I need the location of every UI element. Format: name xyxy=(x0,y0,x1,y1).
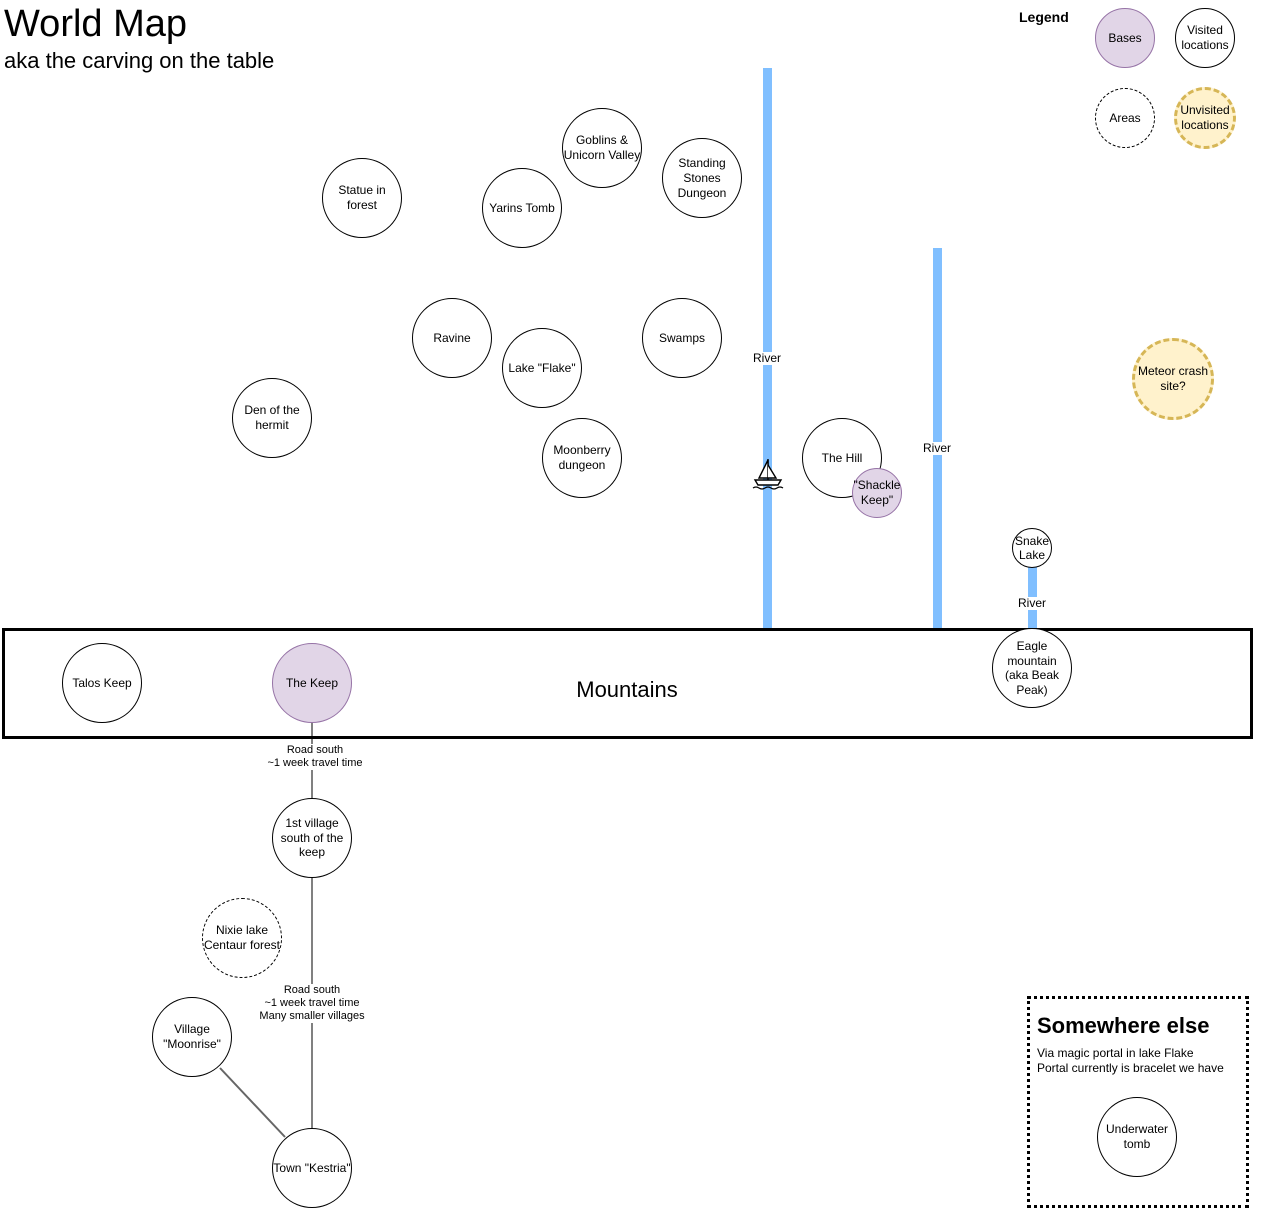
base-shackle-keep: "Shackle Keep" xyxy=(852,468,902,518)
location-ravine: Ravine xyxy=(412,298,492,378)
location-moonberry-dungeon: Moonberry dungeon xyxy=(542,418,622,498)
location-snake-lake: Snake Lake xyxy=(1012,528,1052,568)
somewhere-else-description: Via magic portal in lake Flake Portal cu… xyxy=(1037,1046,1224,1075)
location-swamps: Swamps xyxy=(642,298,722,378)
road-label-2: Road south ~1 week travel time Many smal… xyxy=(259,984,365,1023)
location-village-moonrise: Village "Moonrise" xyxy=(152,997,232,1077)
location-statue-in-forest: Statue in forest xyxy=(322,158,402,238)
location-talos-keep: Talos Keep xyxy=(62,643,142,723)
location-goblins-unicorn-valley: Goblins & Unicorn Valley xyxy=(562,108,642,188)
legend-areas: Areas xyxy=(1095,88,1155,148)
location-first-village: 1st village south of the keep xyxy=(272,798,352,878)
river-west xyxy=(763,68,772,629)
river-east xyxy=(933,248,942,629)
base-the-keep: The Keep xyxy=(272,643,352,723)
road-moonrise-to-kestria xyxy=(219,1067,286,1138)
river-label-west: River xyxy=(752,351,782,365)
legend-bases: Bases xyxy=(1095,8,1155,68)
map-title: World Map xyxy=(4,3,188,45)
area-nixie-lake-centaur-forest: Nixie lake Centaur forest xyxy=(202,898,282,978)
river-label-snake: River xyxy=(1017,596,1047,610)
location-lake-flake: Lake "Flake" xyxy=(502,328,582,408)
location-yarins-tomb: Yarins Tomb xyxy=(482,168,562,248)
legend-visited: Visited locations xyxy=(1175,8,1235,68)
sailboat-icon xyxy=(752,459,784,490)
location-the-hill: The Hill xyxy=(802,418,882,498)
map-subtitle: aka the carving on the table xyxy=(4,48,275,73)
location-town-kestria: Town "Kestria" xyxy=(272,1128,352,1208)
location-eagle-mountain: Eagle mountain (aka Beak Peak) xyxy=(992,628,1072,708)
mountains-range xyxy=(2,628,1253,739)
somewhere-else-title: Somewhere else xyxy=(1037,1013,1210,1038)
legend-title: Legend xyxy=(1019,9,1069,25)
location-meteor-crash-site: Meteor crash site? xyxy=(1132,338,1214,420)
river-label-east: River xyxy=(922,441,952,455)
location-den-of-the-hermit: Den of the hermit xyxy=(232,378,312,458)
mountains-label: Mountains xyxy=(576,677,678,702)
legend-unvisited: Unvisited locations xyxy=(1174,87,1236,149)
somewhere-else-box xyxy=(1027,996,1249,1208)
location-standing-stones-dungeon: Standing Stones Dungeon xyxy=(662,138,742,218)
road-label-1: Road south ~1 week travel time xyxy=(267,744,363,770)
location-underwater-tomb: Underwater tomb xyxy=(1097,1097,1177,1177)
